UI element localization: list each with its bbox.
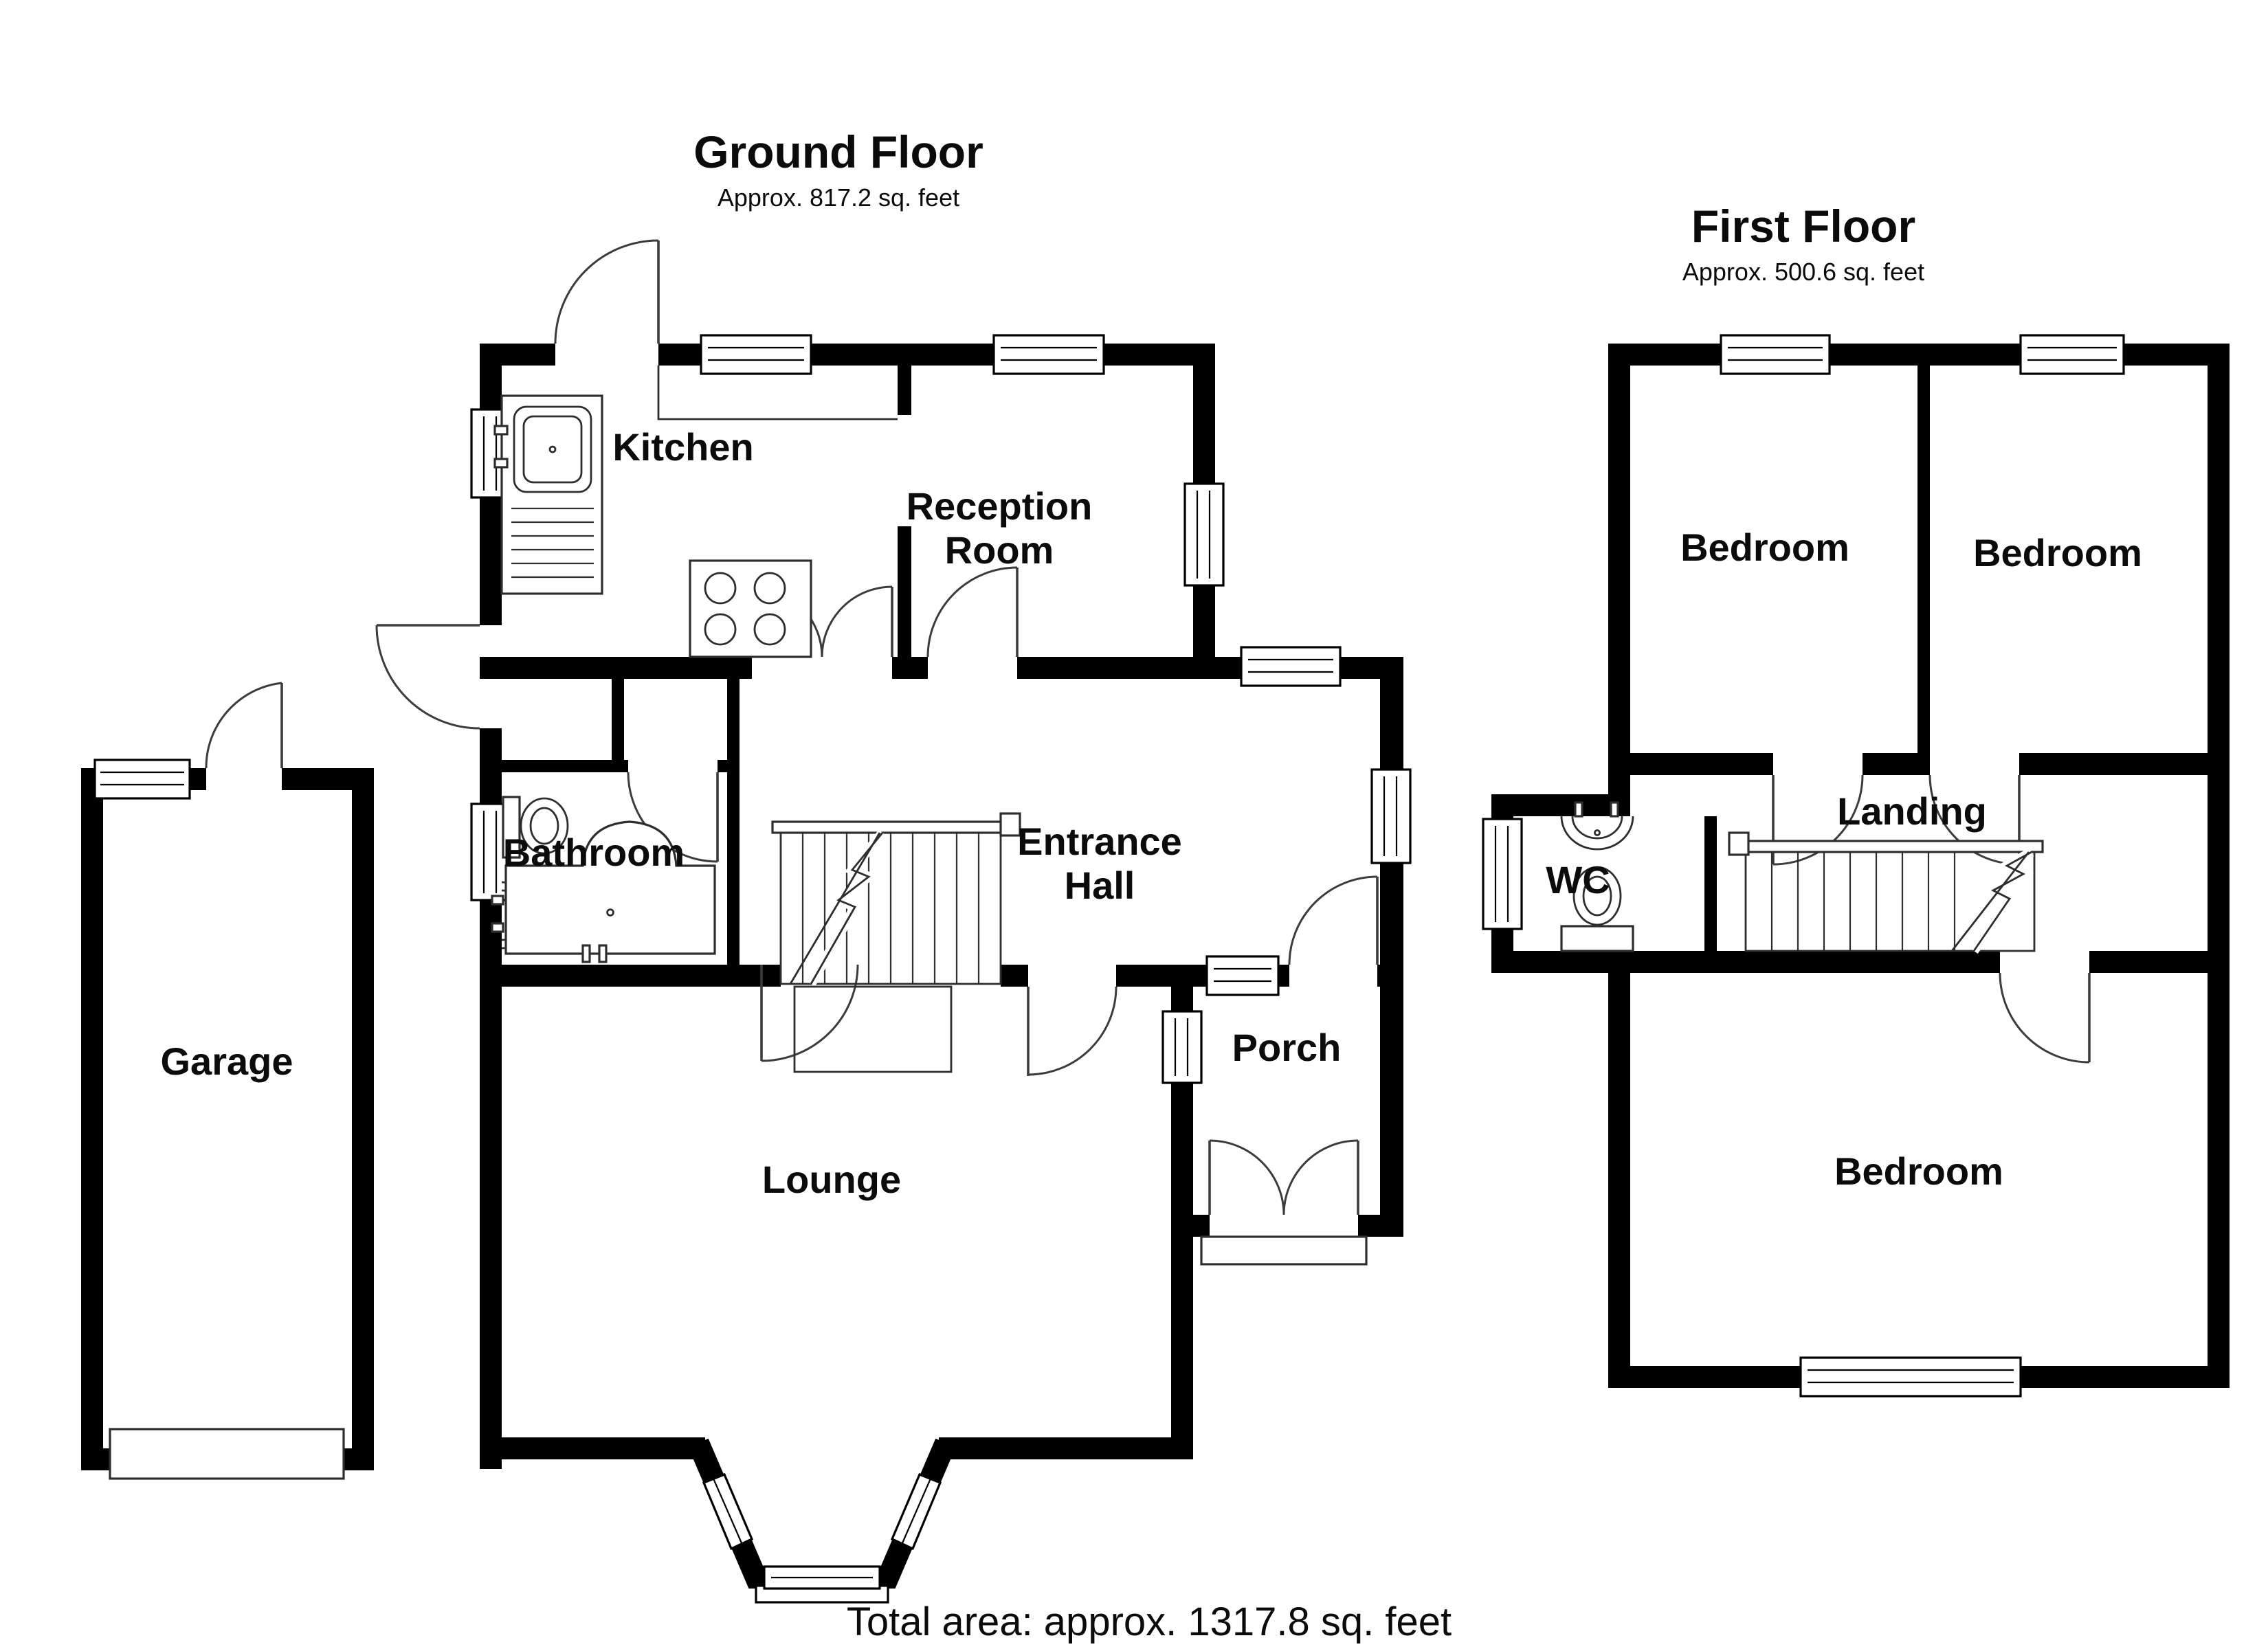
lounge-door <box>1027 986 1118 1076</box>
bath-icon <box>504 820 716 963</box>
first-floor-title: First Floor <box>1691 201 1915 251</box>
garage-side-door <box>205 682 283 769</box>
basin-first-icon <box>1560 801 1634 851</box>
room-label-landing: Landing <box>1837 789 1987 833</box>
kitchen-back-door <box>554 239 660 344</box>
room-label-bathroom: Bathroom <box>503 831 685 874</box>
room-label-bedroom-front-right: Bedroom <box>1973 531 2142 574</box>
bedroom-rear-window <box>1799 1356 2022 1398</box>
kitchen-window-top <box>700 334 812 375</box>
room-label-entrance-hall-line2: Hall <box>1065 864 1135 907</box>
hob-icon <box>689 559 812 658</box>
first-floor-walls <box>1491 344 2230 1388</box>
room-label-kitchen: Kitchen <box>612 425 753 469</box>
understairs-door <box>760 964 859 1062</box>
room-label-lounge: Lounge <box>762 1158 901 1201</box>
stairs-landing-icon <box>1728 831 2044 954</box>
kitchen-sink-icon <box>493 394 603 595</box>
garage-walls <box>81 768 374 1470</box>
side-door <box>375 624 480 730</box>
first-floor-area: Approx. 500.6 sq. feet <box>1682 258 1924 286</box>
porch-window-top <box>1205 955 1280 996</box>
total-area-text: Total area: approx. 1317.8 sq. feet <box>847 1600 1452 1644</box>
front-door <box>1288 875 1379 965</box>
porch-double-doors <box>1200 1139 1368 1266</box>
reception-window-top <box>992 334 1105 375</box>
room-label-porch: Porch <box>1232 1026 1342 1069</box>
porch-step <box>1200 1235 1368 1266</box>
wc-window <box>1482 818 1523 930</box>
bedroom-rear-door <box>1999 972 2091 1064</box>
room-label-entrance-hall-line1: Entrance <box>1017 820 1182 863</box>
reception-window-right <box>1183 482 1225 587</box>
hall-window-right <box>1370 768 1412 864</box>
stairs-ground-icon <box>771 812 1021 1073</box>
ground-floor-area: Approx. 817.2 sq. feet <box>718 183 959 212</box>
bedroom-left-window <box>1720 334 1831 375</box>
room-label-reception-line1: Reception <box>907 484 1093 528</box>
garage-door-icon <box>109 1428 345 1480</box>
ground-floor-title: Ground Floor <box>693 126 983 177</box>
room-label-reception-line2: Room <box>945 528 1054 572</box>
porch-window-left <box>1161 1010 1203 1084</box>
room-label-wc: WC <box>1546 858 1610 901</box>
hall-window-top <box>1240 646 1342 687</box>
bay-window <box>702 1472 942 1604</box>
kitchen-counter <box>657 366 898 420</box>
reception-door <box>926 566 1019 658</box>
room-label-bedroom-rear: Bedroom <box>1834 1149 2003 1193</box>
room-label-garage: Garage <box>161 1040 293 1083</box>
bedroom-right-window <box>2019 334 2125 375</box>
toilet-first-icon <box>1560 866 1634 952</box>
toilet-ground-icon <box>502 796 569 859</box>
room-label-bedroom-front-left: Bedroom <box>1680 526 1849 569</box>
garage-window <box>93 759 191 800</box>
